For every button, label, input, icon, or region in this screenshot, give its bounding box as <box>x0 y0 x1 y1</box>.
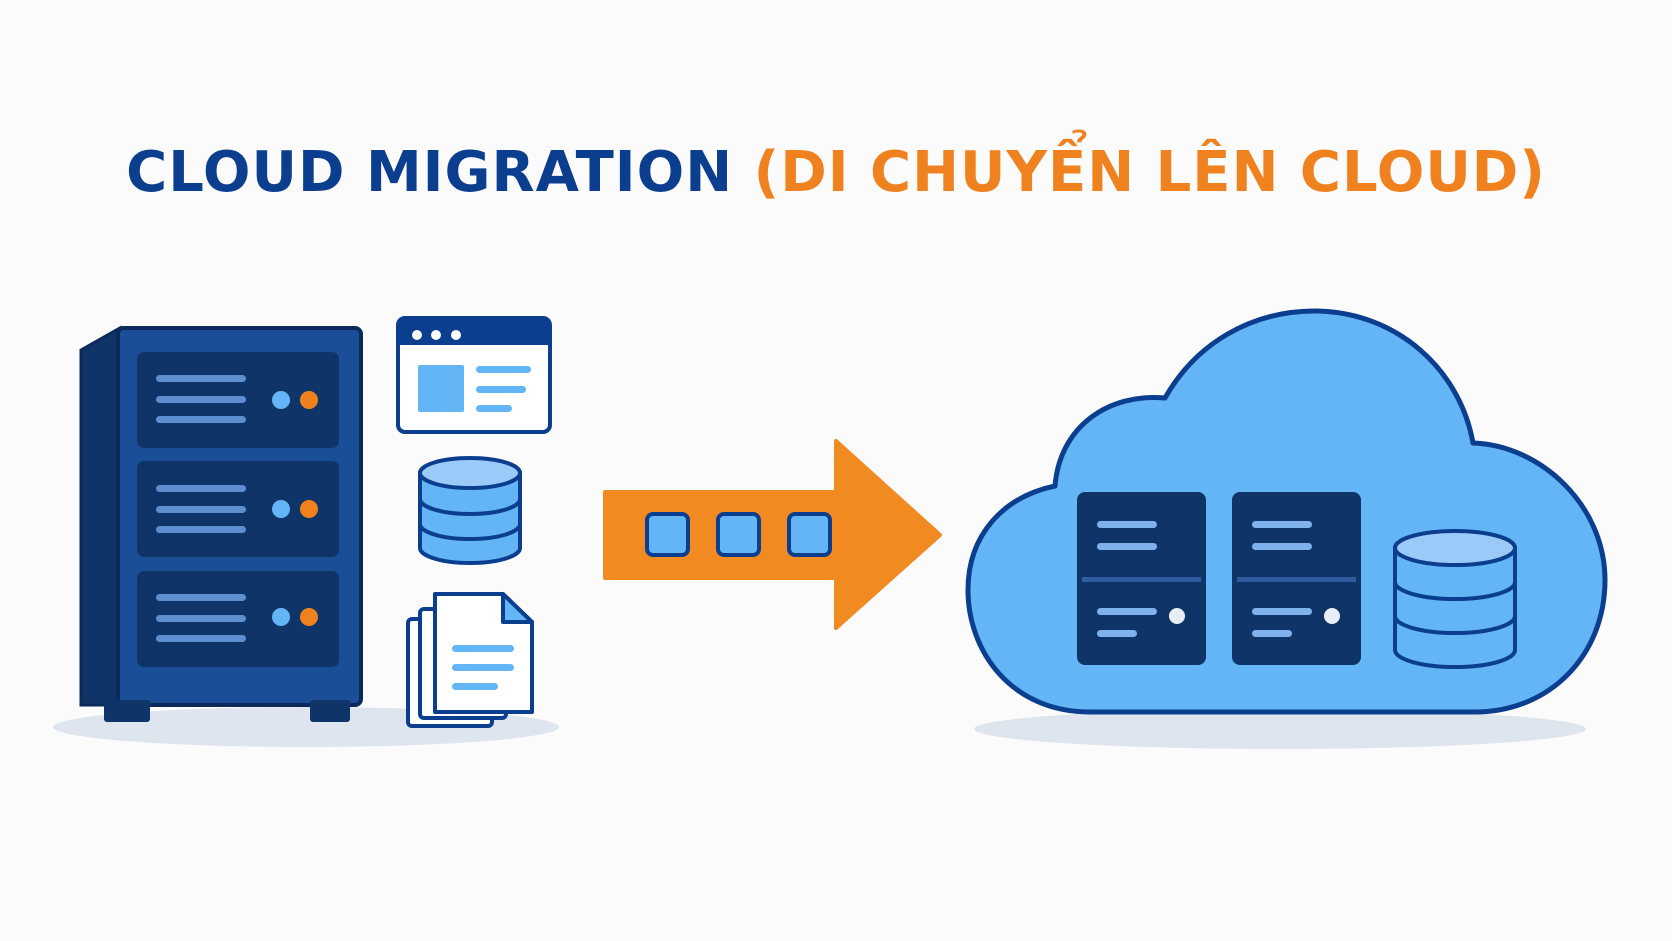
title-main: CLOUD MIGRATION <box>126 140 734 205</box>
server-unit-1 <box>137 352 339 448</box>
on-premises-server-rack-icon <box>79 325 363 722</box>
data-packet-3 <box>787 512 832 557</box>
cloud-database-icon <box>1393 529 1517 669</box>
server-unit-3 <box>137 571 339 667</box>
migration-arrow-icon <box>603 439 942 630</box>
title-sub: (DI CHUYỂN LÊN CLOUD) <box>753 140 1546 205</box>
page-title: CLOUD MIGRATION (DI CHUYỂN LÊN CLOUD) <box>0 138 1672 208</box>
cloud-server-icon-2 <box>1232 492 1361 665</box>
app-window-icon <box>396 316 552 434</box>
cloud-server-icon <box>1077 492 1206 665</box>
data-packet-2 <box>716 512 761 557</box>
server-unit-2 <box>137 461 339 557</box>
target-ground-shadow <box>974 709 1586 749</box>
documents-icon <box>406 592 534 728</box>
data-packet-1 <box>645 512 690 557</box>
database-icon <box>418 456 522 565</box>
